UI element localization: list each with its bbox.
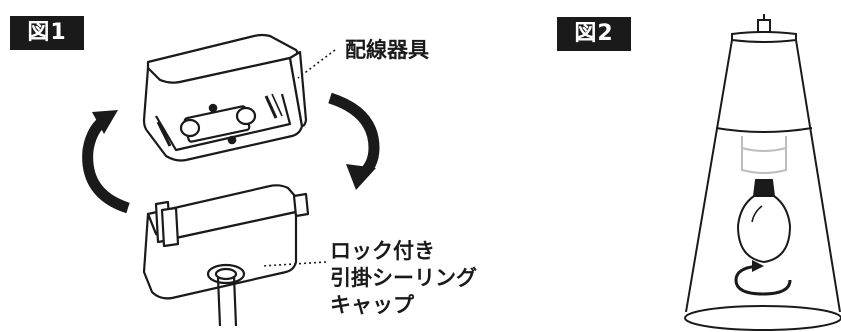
rotate-arrow-circle-icon (734, 264, 792, 296)
wiring-fixture (142, 33, 308, 162)
figure-2-badge: 図2 (557, 17, 631, 51)
ceiling-cap-label-line-1: ロック付き (330, 239, 435, 263)
rotate-arrow-left-icon (82, 113, 130, 214)
rotate-arrow-right-head (346, 164, 376, 190)
ceiling-cap (142, 184, 310, 327)
pendant-lamp (684, 14, 841, 331)
wiring-fixture-label: 配線器具 (345, 38, 429, 62)
rotate-arrow-circle-head (752, 260, 764, 272)
ceiling-cap-label-line-3: キャップ (330, 293, 414, 317)
ceiling-cap-label-line-2: 引掛シーリング (330, 266, 477, 290)
wiring-leader-line (297, 49, 336, 79)
ceiling-cap-label: ロック付き 引掛シーリング キャップ (330, 238, 477, 319)
rotate-arrow-left-head (92, 110, 118, 134)
cap-leader-line (261, 261, 327, 267)
figure-1-badge: 図1 (10, 16, 84, 50)
rotate-arrow-right-icon (328, 92, 380, 181)
